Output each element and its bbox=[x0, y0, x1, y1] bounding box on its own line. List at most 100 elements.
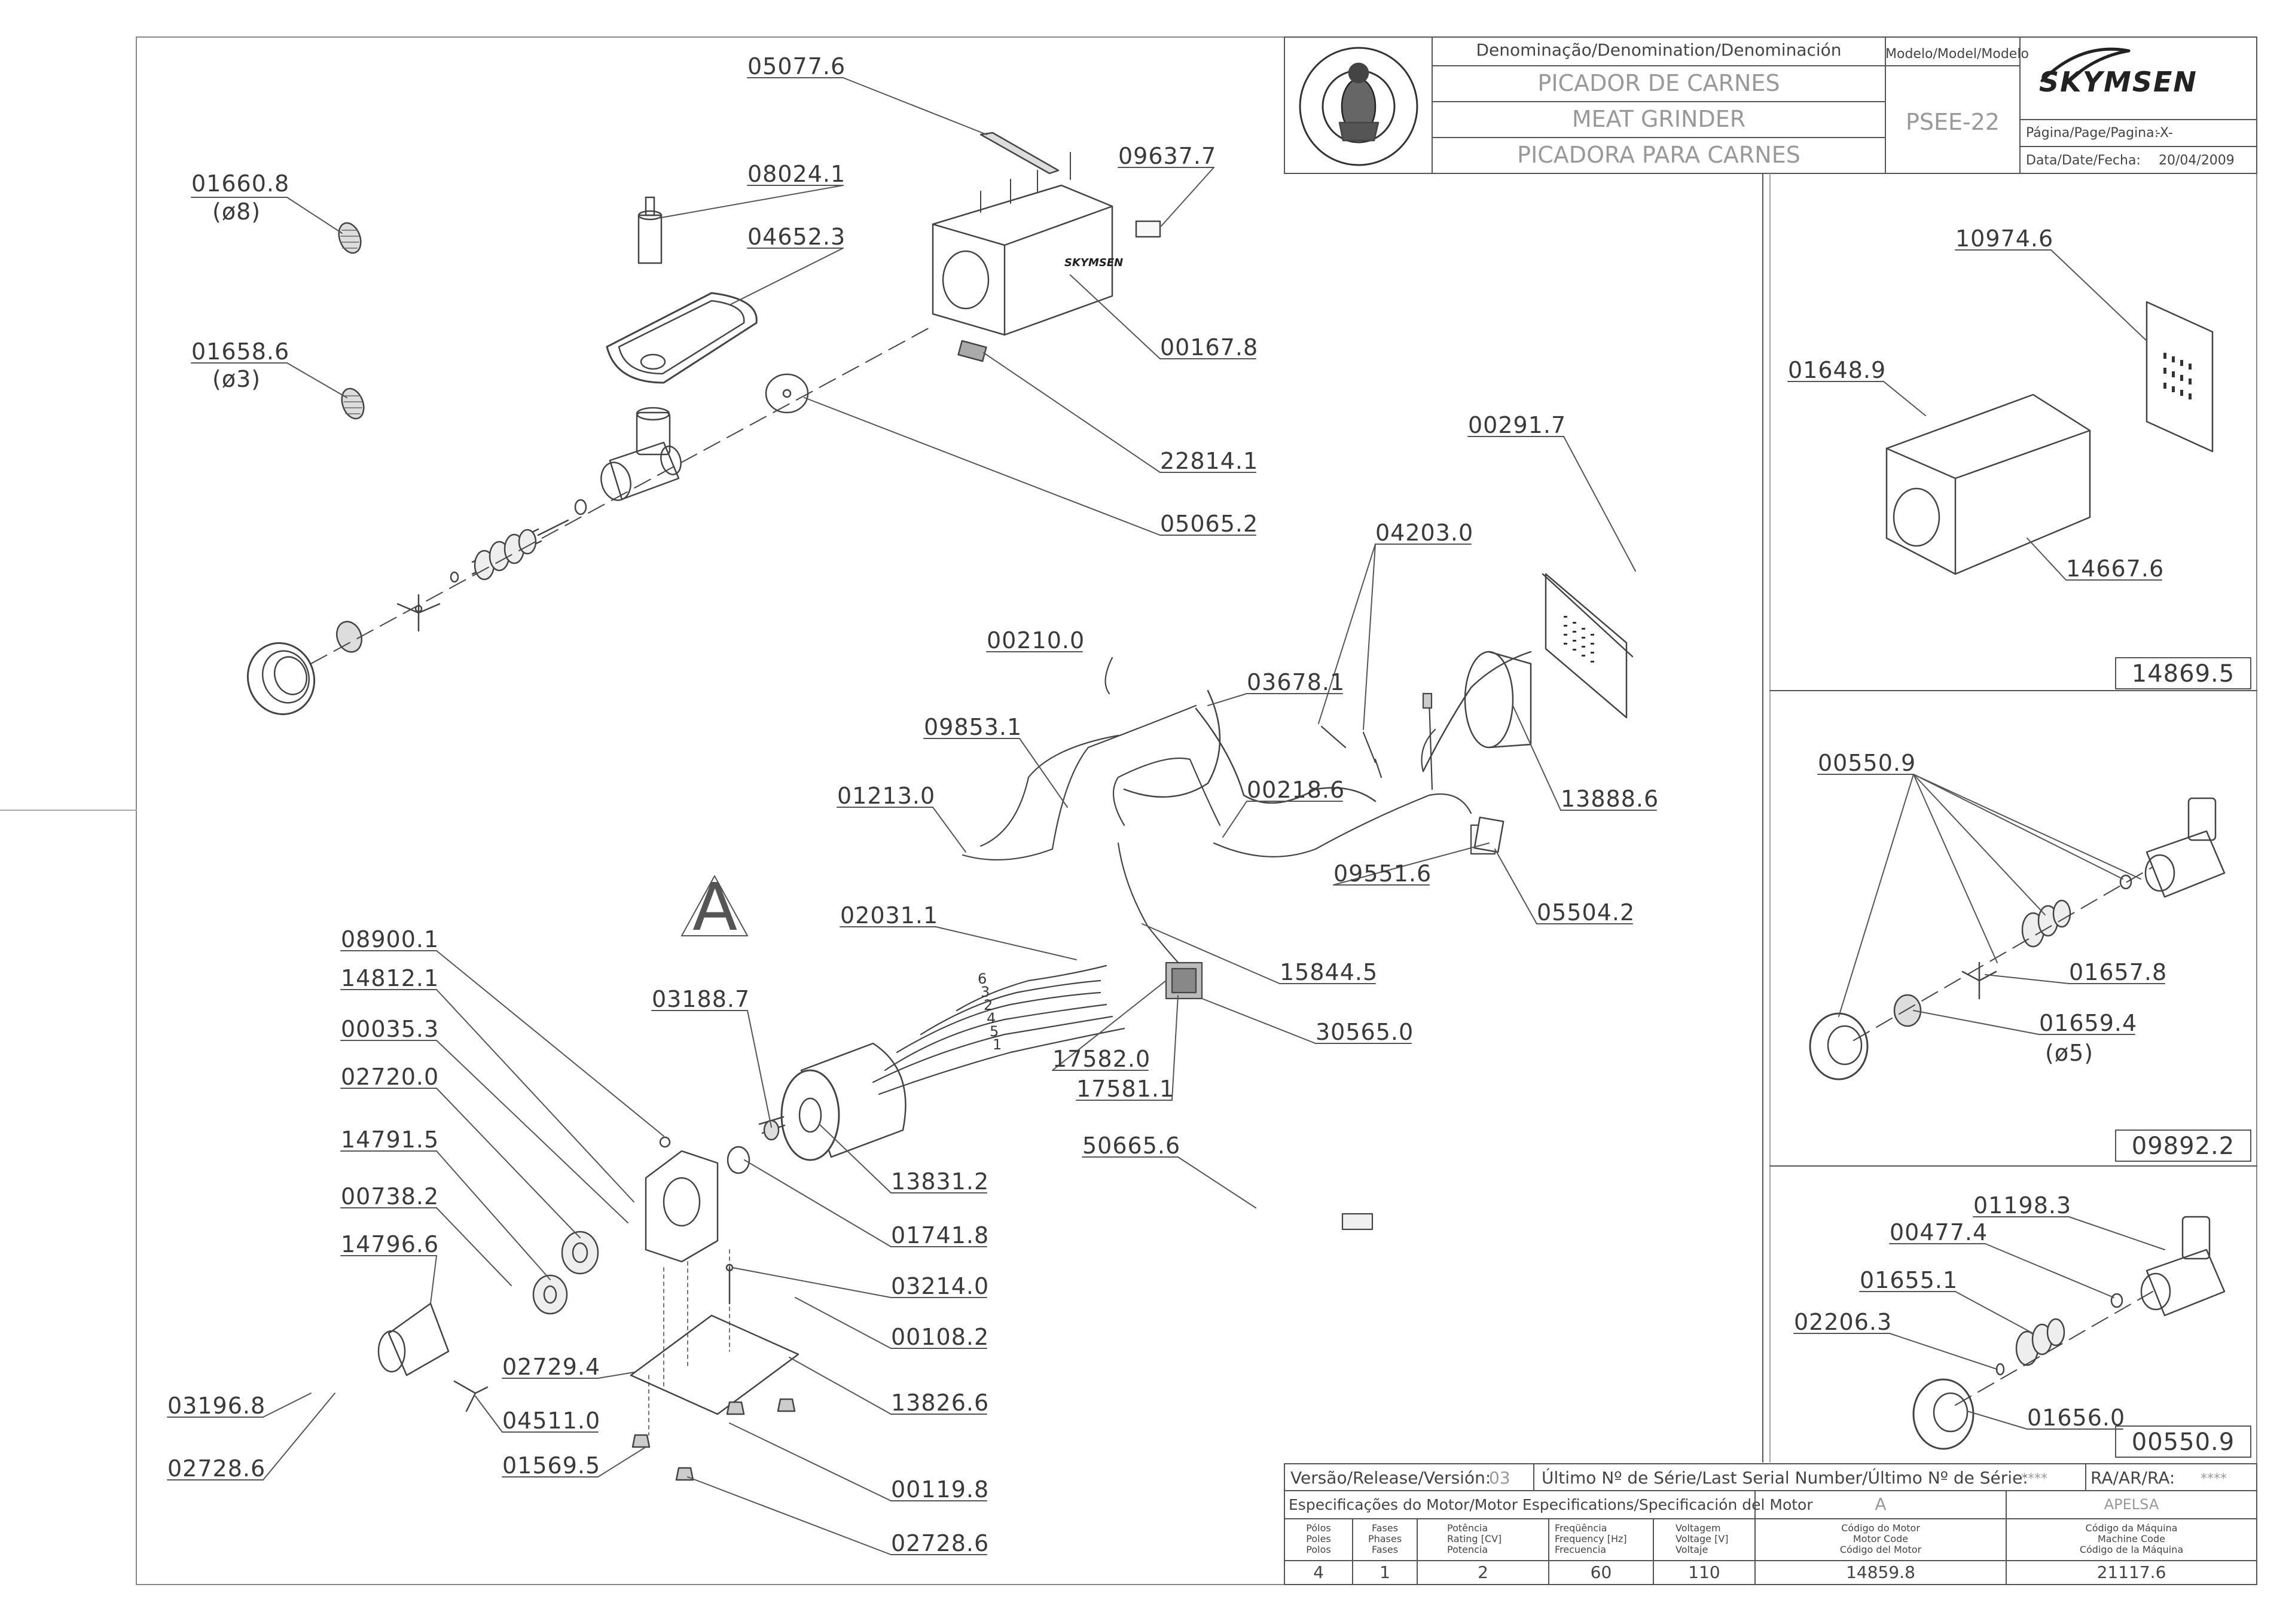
label-03678-1: 03678.1 bbox=[1247, 669, 1345, 695]
header-phases-pt: Fases bbox=[1371, 1522, 1399, 1534]
label-05065-2: 05065.2 bbox=[1160, 511, 1259, 537]
label-09551-6: 09551.6 bbox=[1333, 860, 1432, 887]
header-poles-es: Polos bbox=[1306, 1544, 1331, 1555]
header-frequency-pt: Freqüência bbox=[1555, 1522, 1607, 1534]
label-15844-5: 15844.5 bbox=[1280, 959, 1378, 985]
electric-motor bbox=[727, 1042, 907, 1174]
label-00738-2: 00738.2 bbox=[341, 1183, 440, 1210]
label-10974-6: 10974.6 bbox=[1955, 225, 2054, 252]
panel1-housing-drawing bbox=[1885, 301, 2214, 575]
header-motor-code-pt: Código do Motor bbox=[1841, 1522, 1920, 1534]
label-01657-8: 01657.8 bbox=[2069, 959, 2168, 985]
label-04511-0: 04511.0 bbox=[502, 1408, 601, 1434]
label-03214-0: 03214.0 bbox=[891, 1273, 990, 1299]
label-03188-7: 03188.7 bbox=[652, 986, 750, 1012]
skymsen-logo-swoosh bbox=[2040, 47, 2131, 86]
header-rating-es: Potencia bbox=[1447, 1544, 1488, 1555]
bottom-block-grid bbox=[1284, 1463, 2257, 1585]
label-05077-6: 05077.6 bbox=[747, 53, 846, 80]
label-01660-8-size: (ø8) bbox=[212, 199, 261, 225]
label-00550-9-panel2: 00550.9 bbox=[1818, 750, 1916, 776]
wire-number-1: 1 bbox=[993, 1036, 1002, 1053]
label-14812-1: 14812.1 bbox=[341, 965, 440, 991]
value-poles: 4 bbox=[1313, 1562, 1324, 1582]
header-motor-code-en: Motor Code bbox=[1853, 1533, 1909, 1544]
label-04652-3: 04652.3 bbox=[747, 224, 846, 250]
name-pt: PICADOR DE CARNES bbox=[1537, 70, 1780, 96]
section-a-marker: A bbox=[692, 869, 738, 945]
date-label: Data/Date/Fecha: bbox=[2026, 153, 2141, 168]
label-01659-4: 01659.4 bbox=[2039, 1010, 2138, 1036]
wire-number-2: 2 bbox=[984, 997, 993, 1014]
rear-panel-plate bbox=[1464, 573, 1634, 749]
label-17582-0: 17582.0 bbox=[1052, 1046, 1151, 1072]
label-02031-1: 02031.1 bbox=[840, 902, 939, 929]
label-02728-6-left: 02728.6 bbox=[167, 1455, 266, 1482]
header-voltage-pt: Voltagem bbox=[1676, 1522, 1721, 1534]
label-01569-5: 01569.5 bbox=[502, 1452, 601, 1479]
power-cord bbox=[1123, 651, 1532, 853]
header-phases-en: Phases bbox=[1368, 1533, 1402, 1544]
kit-09892-2: 09892.2 bbox=[2131, 1132, 2235, 1160]
value-voltage: 110 bbox=[1688, 1562, 1720, 1582]
wire-number-3: 3 bbox=[981, 984, 990, 1000]
ra-label: RA/AR/RA: bbox=[2090, 1468, 2175, 1488]
svg-text:SKYMSEN: SKYMSEN bbox=[1064, 257, 1123, 269]
header-machine-code-en: Machine Code bbox=[2097, 1533, 2166, 1544]
value-rating: 2 bbox=[1478, 1562, 1488, 1582]
header-voltage-en: Voltage [V] bbox=[1676, 1533, 1729, 1544]
label-00119-8: 00119.8 bbox=[891, 1476, 990, 1503]
header-frequency-es: Frecuencia bbox=[1555, 1544, 1607, 1555]
sheet-frame bbox=[0, 36, 2257, 1585]
label-09637-7: 09637.7 bbox=[1118, 143, 1217, 169]
label-08900-1: 08900.1 bbox=[341, 926, 440, 953]
label-50665-6: 50665.6 bbox=[1082, 1132, 1181, 1159]
label-03196-8: 03196.8 bbox=[167, 1393, 266, 1419]
label-14791-5: 14791.5 bbox=[341, 1127, 440, 1153]
header-voltage-es: Voltaje bbox=[1676, 1544, 1708, 1555]
label-08024-1: 08024.1 bbox=[747, 161, 846, 187]
label-13826-6: 13826.6 bbox=[891, 1390, 990, 1416]
label-01648-9: 01648.9 bbox=[1788, 357, 1887, 383]
label-00167-8: 00167.8 bbox=[1160, 334, 1259, 361]
header-motor-code-es: Código del Motor bbox=[1839, 1544, 1922, 1555]
label-00035-3: 00035.3 bbox=[341, 1016, 440, 1042]
value-phases: 1 bbox=[1380, 1562, 1390, 1582]
label-17581-1: 17581.1 bbox=[1076, 1076, 1175, 1102]
header-poles-en: Poles bbox=[1306, 1533, 1331, 1544]
skymsen-logo: SKYMSEN bbox=[2039, 66, 2198, 98]
denomination-header: Denominação/Denomination/Denominación bbox=[1476, 40, 1842, 60]
label-00477-4: 00477.4 bbox=[1890, 1219, 1988, 1246]
model-value: PSEE-22 bbox=[1905, 109, 2000, 135]
label-14796-6: 14796.6 bbox=[341, 1231, 440, 1257]
serial-value: **** bbox=[2021, 1472, 2047, 1486]
motor-maker: APELSA bbox=[2104, 1496, 2159, 1513]
model-header: Modelo/Model/Modelo bbox=[1885, 47, 2029, 62]
kit-00550-9: 00550.9 bbox=[2131, 1428, 2235, 1456]
serial-label: Último Nº de Série/Last Serial Number/Úl… bbox=[1542, 1468, 2028, 1488]
label-13888-6: 13888.6 bbox=[1561, 786, 1659, 812]
label-01655-1: 01655.1 bbox=[1860, 1267, 1958, 1293]
motor-spec-label: Especificações do Motor/Motor Especifica… bbox=[1289, 1496, 1813, 1513]
label-02728-6-bottom: 02728.6 bbox=[891, 1530, 990, 1556]
wiring-harness bbox=[872, 657, 1496, 1231]
main-housing: SKYMSEN bbox=[932, 132, 1161, 362]
leader-lines bbox=[167, 77, 2165, 1555]
label-00291-7: 00291.7 bbox=[1468, 412, 1567, 438]
label-22814-1: 22814.1 bbox=[1160, 448, 1259, 474]
label-00218-6: 00218.6 bbox=[1247, 777, 1345, 803]
wire-number-6: 6 bbox=[978, 970, 987, 987]
label-01659-4-size: (ø5) bbox=[2045, 1040, 2094, 1066]
label-01656-0: 01656.0 bbox=[2027, 1405, 2126, 1431]
kit-14869-5: 14869.5 bbox=[2131, 660, 2235, 688]
motor-letter: A bbox=[1875, 1494, 1887, 1514]
version-value: 03 bbox=[1489, 1468, 1510, 1488]
gearbox-assembly bbox=[377, 1136, 799, 1481]
label-02720-0: 02720.0 bbox=[341, 1064, 440, 1090]
label-02729-4: 02729.4 bbox=[502, 1354, 601, 1380]
header-phases-es: Fases bbox=[1371, 1544, 1399, 1555]
label-00210-0: 00210.0 bbox=[987, 627, 1085, 654]
name-en: MEAT GRINDER bbox=[1571, 106, 1746, 132]
label-30565-0: 30565.0 bbox=[1316, 1019, 1414, 1045]
